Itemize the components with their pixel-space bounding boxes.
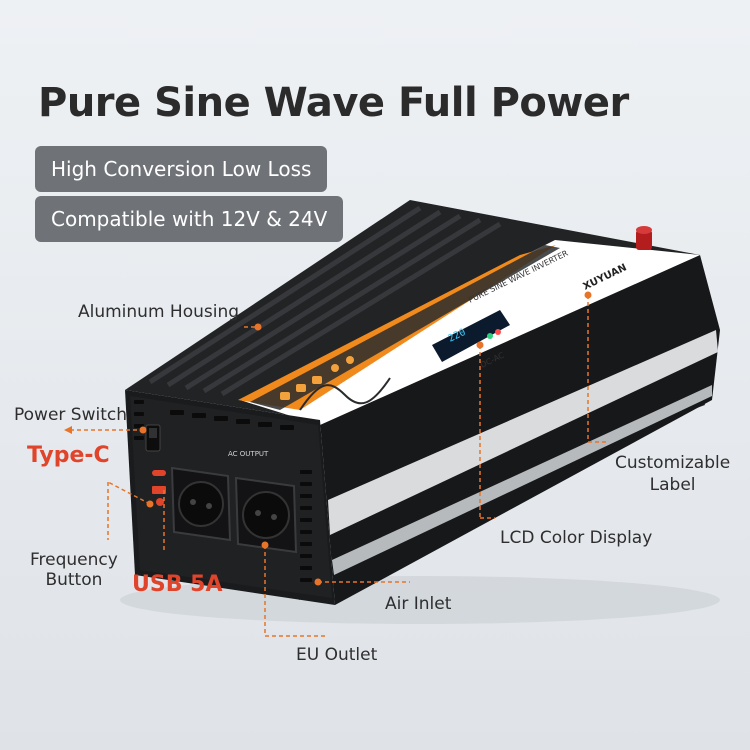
usb-port <box>152 486 166 494</box>
callout-customizable-label: Customizable Label <box>615 453 731 495</box>
headline: Pure Sine Wave Full Power <box>38 80 629 126</box>
terminal-post <box>636 226 652 250</box>
callout-lcd-color-display: LCD Color Display <box>500 528 653 548</box>
lcd-display: 220 <box>432 310 510 362</box>
callout-air-inlet: Air Inlet <box>385 594 452 614</box>
frequency-button <box>156 498 164 506</box>
callout-frequency-button: Frequency Button <box>30 550 118 590</box>
callout-aluminum-housing: Aluminum Housing <box>78 302 240 322</box>
callout-type-c: Type-C <box>27 443 110 468</box>
ac-output-label: AC OUTPUT <box>228 450 269 458</box>
callout-usb-5a: USB 5A <box>132 572 223 597</box>
power-switch <box>145 424 161 452</box>
eu-outlet-right <box>234 476 298 554</box>
callout-eu-outlet: EU Outlet <box>296 645 378 665</box>
type-c-port <box>152 470 166 476</box>
callout-lines <box>70 295 608 637</box>
feature-pill-conversion: High Conversion Low Loss <box>35 146 328 192</box>
feature-pill-compatibility: Compatible with 12V & 24V <box>35 196 344 242</box>
callout-power-switch: Power Switch <box>14 405 128 425</box>
eu-outlet-left <box>170 466 232 542</box>
